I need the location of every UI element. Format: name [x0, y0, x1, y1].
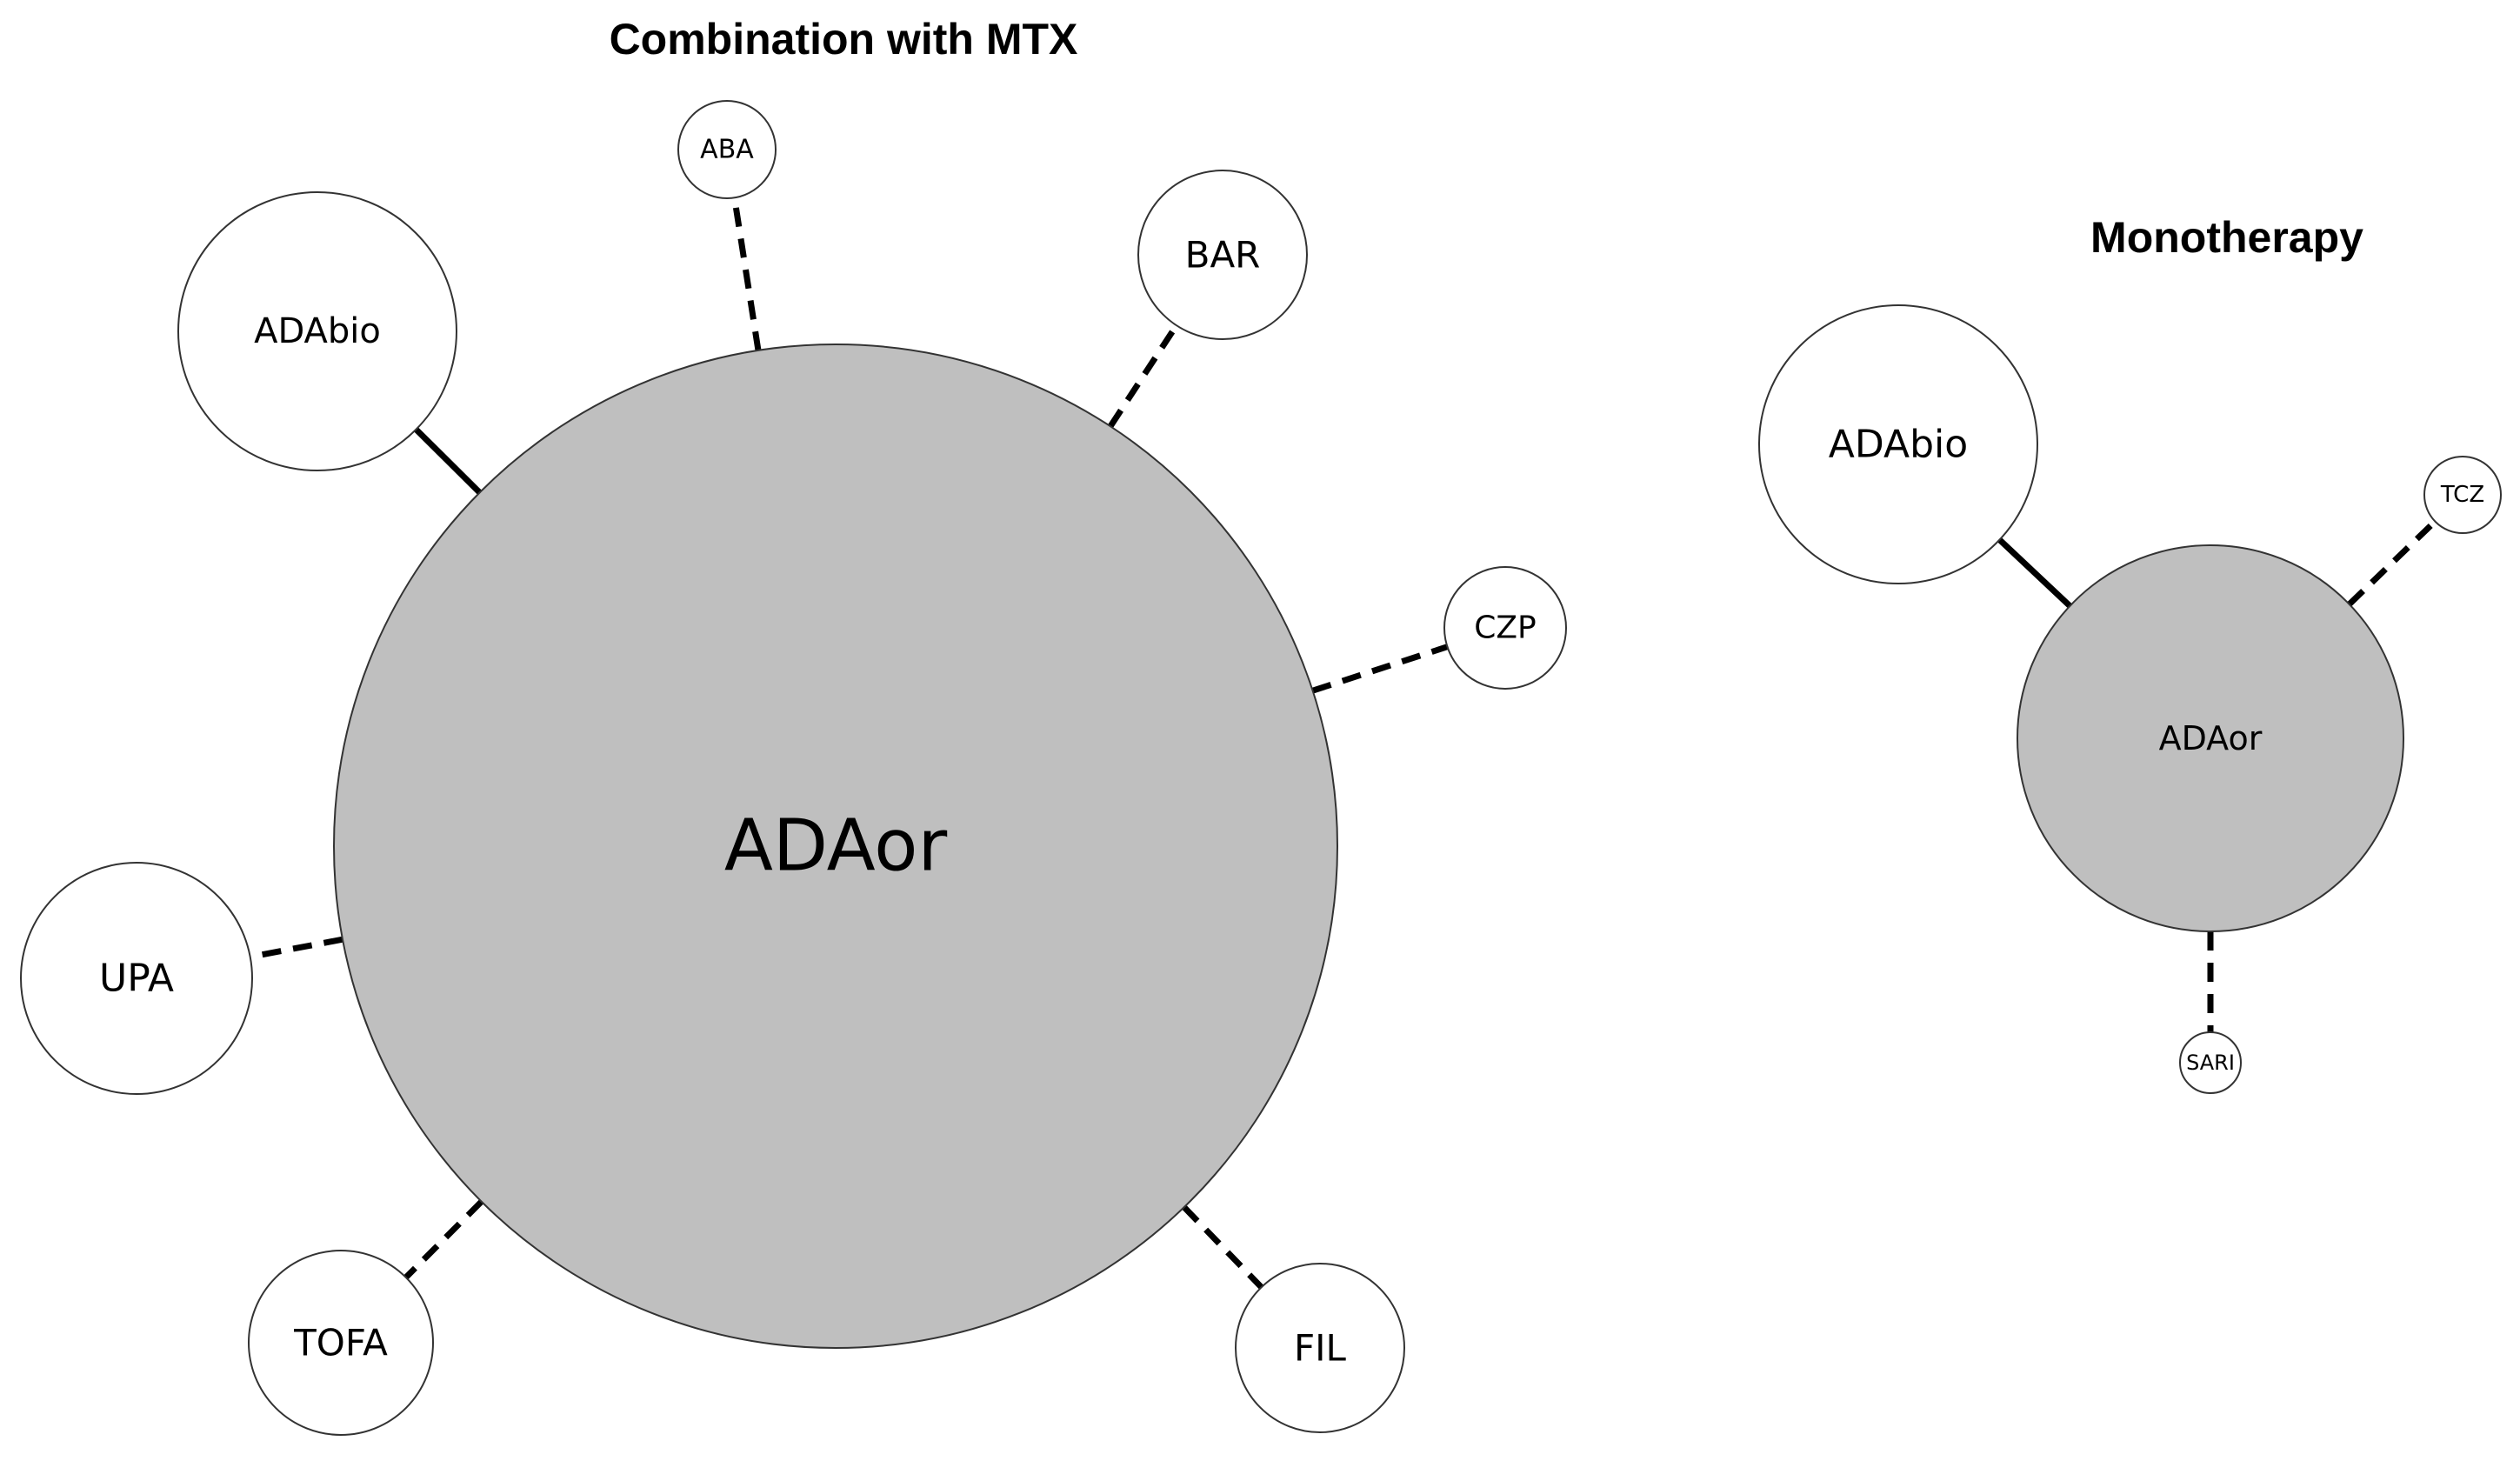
monotherapy-node-label-tcz: TCZ	[2440, 482, 2484, 508]
monotherapy-node-tcz	[2423, 456, 2502, 534]
combination-node-bar	[1137, 170, 1308, 340]
combination-node-adabio	[177, 191, 457, 471]
combination-node-label-fil: FIL	[1294, 1327, 1347, 1370]
combination-node-fil	[1235, 1263, 1405, 1433]
combination-node-aba	[677, 100, 777, 199]
combination-node-label-adabio: ADAbio	[254, 311, 381, 351]
monotherapy-node-adabio	[1758, 304, 2038, 584]
combination-node-label-tofa: TOFA	[293, 1322, 388, 1364]
combination-node-label-bar: BAR	[1185, 234, 1261, 277]
monotherapy-node-sari	[2179, 1031, 2242, 1094]
combination-link-tofa	[403, 1199, 484, 1280]
combination-node-czp	[1443, 566, 1567, 690]
combination-node-label-upa: UPA	[99, 957, 174, 1001]
combination-link-czp	[1311, 644, 1449, 694]
monotherapy-center-label: ADAor	[2159, 719, 2263, 757]
combination-link-aba	[731, 197, 762, 351]
combination-node-label-aba: ABA	[700, 135, 754, 165]
combination-link-fil	[1182, 1204, 1264, 1290]
monotherapy-center-node	[2017, 544, 2404, 932]
combination-link-bar	[1108, 324, 1179, 429]
combination-node-upa	[20, 862, 253, 1095]
combination-link-adabio	[414, 427, 483, 495]
combination-node-tofa	[248, 1250, 434, 1436]
monotherapy-node-label-sari: SARI	[2186, 1051, 2235, 1075]
monotherapy-link-adabio	[1997, 537, 2072, 609]
combination-panel: Combination with MTX ADAor ABA BAR ADAbioCZP…	[20, 15, 1567, 1436]
combination-center-label: ADAor	[724, 805, 948, 888]
monotherapy-link-tcz	[2347, 519, 2437, 607]
combination-center-node	[333, 344, 1338, 1349]
combination-title: Combination with MTX	[610, 15, 1078, 63]
monotherapy-title: Monotherapy	[2090, 213, 2363, 262]
combination-node-label-czp: CZP	[1474, 610, 1537, 646]
monotherapy-node-label-adabio: ADAbio	[1829, 423, 1968, 467]
combination-link-upa	[250, 936, 343, 960]
